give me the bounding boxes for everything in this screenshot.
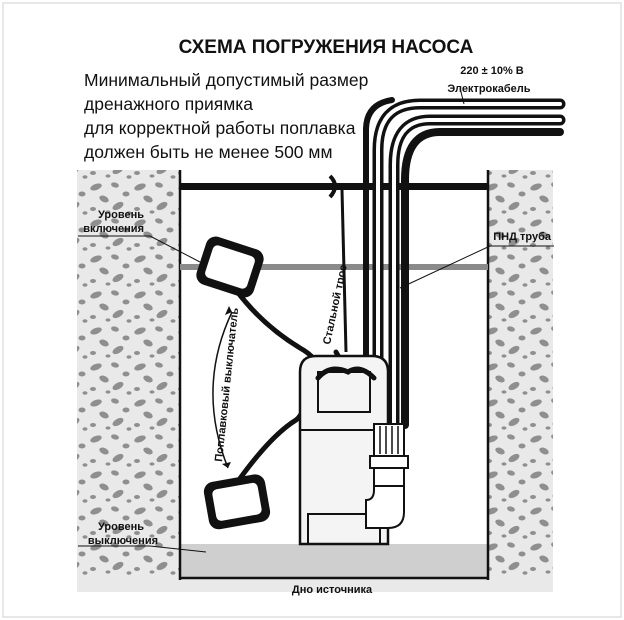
level-off-label-line-1: Уровень	[98, 521, 144, 533]
page-title: СХЕМА ПОГРУЖЕНИЯ НАСОСА	[179, 37, 474, 58]
note-line-4: должен быть не менее 500 мм	[84, 142, 332, 162]
level-on-label-line-2: включения	[83, 223, 144, 235]
pit-size-note: Минимальный допустимый размер дренажного…	[84, 70, 368, 162]
float-switch-upper	[196, 236, 264, 298]
note-line-1: Минимальный допустимый размер	[84, 70, 368, 90]
float-switch-lower	[203, 474, 271, 530]
cable-label: Электрокабель	[447, 83, 530, 95]
power-cable-bend	[363, 97, 395, 133]
rope-clamp	[328, 174, 337, 199]
level-on-label-line-1: Уровень	[98, 209, 144, 221]
bottom-label: Дно источника	[292, 584, 373, 596]
cable-bundle	[372, 98, 566, 431]
soil-bottom	[77, 578, 553, 592]
sediment-layer	[180, 544, 488, 578]
steel-rope	[340, 189, 348, 353]
soil-wall-left	[77, 170, 180, 590]
float-switch-label: Поплавковый выключатель	[213, 307, 241, 462]
voltage-label: 220 ± 10% В	[460, 65, 524, 77]
pipe-label: ПНД труба	[493, 231, 552, 243]
note-line-2: дренажного приямка	[84, 94, 253, 114]
arrow-head-up	[225, 306, 232, 315]
pump-body	[298, 354, 390, 546]
soil-wall-right	[488, 170, 553, 590]
note-line-3: для корректной работы поплавка	[84, 118, 356, 138]
arrow-head-down	[222, 462, 231, 468]
float-travel-arrow	[212, 311, 233, 469]
water-level-line	[180, 264, 488, 270]
level-off-label-line-2: выключения	[88, 535, 158, 547]
pipe-fitting	[365, 423, 409, 529]
leader-lines	[78, 87, 554, 553]
float-cable-off	[233, 393, 309, 487]
